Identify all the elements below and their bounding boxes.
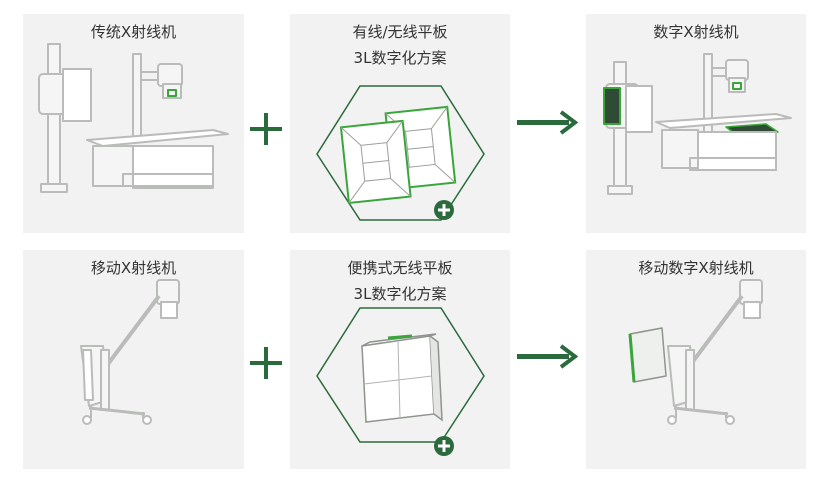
flat-panel-detectors-illustration <box>316 85 485 221</box>
digital-xray-machine-illustration <box>603 53 792 195</box>
arrow-right-icon <box>515 343 581 371</box>
conventional-xray-machine-illustration <box>38 43 229 193</box>
mobile-xray-machine-illustration <box>80 279 180 425</box>
conventional-xray-card: 传统X射线机 <box>23 14 244 233</box>
arrow-right-icon <box>515 109 581 137</box>
plus-icon <box>248 345 284 381</box>
mobile-digital-xray-card: 移动数字X射线机 <box>586 250 806 469</box>
card-subtitle: 3L数字化方案 <box>353 285 447 303</box>
plus-circle-icon <box>434 200 454 220</box>
mobile-digital-xray-machine-illustration <box>628 279 763 425</box>
card-title: 数字X射线机 <box>653 23 739 41</box>
digital-xray-card: 数字X射线机 <box>586 14 806 233</box>
card-title: 便携式无线平板 <box>347 259 453 277</box>
card-subtitle: 3L数字化方案 <box>353 49 447 67</box>
card-title: 有线/无线平板 <box>352 23 448 41</box>
plus-icon <box>248 111 284 147</box>
card-title: 传统X射线机 <box>90 23 177 41</box>
wired-wireless-panel-card: 有线/无线平板 3L数字化方案 <box>290 14 510 233</box>
card-title: 移动数字X射线机 <box>638 259 754 277</box>
plus-circle-icon <box>434 436 454 456</box>
portable-panel-detector-illustration <box>316 307 485 443</box>
card-title: 移动X射线机 <box>90 259 177 277</box>
mobile-xray-card: 移动X射线机 <box>23 250 244 469</box>
portable-wireless-panel-card: 便携式无线平板 3L数字化方案 <box>290 250 510 469</box>
